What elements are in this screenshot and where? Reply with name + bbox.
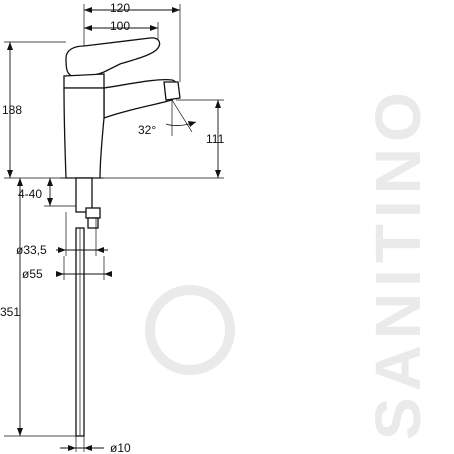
- threaded-shank: [75, 177, 93, 213]
- dim-width-overall: 120: [83, 1, 181, 82]
- svg-text:SANITINO: SANITINO: [362, 86, 434, 440]
- watermark: SANITINO: [145, 86, 434, 440]
- dim-height-total: 188: [2, 41, 66, 179]
- dim-label-120: 120: [110, 1, 130, 15]
- dim-width-lever: 100: [84, 19, 159, 40]
- dim-hose-diameter: ø10: [60, 436, 131, 454]
- dim-label-angle: 32°: [138, 123, 156, 137]
- nut-lower: [87, 217, 99, 229]
- lever-handle: [65, 37, 161, 78]
- fixing-nut: [85, 207, 101, 219]
- aerator: [163, 81, 181, 101]
- cartridge-cap: [63, 73, 105, 89]
- dim-hose-length: 351: [0, 178, 76, 437]
- connections: [75, 177, 101, 437]
- faucet-body: [60, 37, 181, 179]
- dim-label-4-40: 4-40: [18, 187, 42, 201]
- main-body: [63, 87, 105, 179]
- dim-hole-diameter: ø33,5: [16, 212, 108, 257]
- dim-mounting-thickness: 4-40: [18, 178, 76, 207]
- dim-label-351: 351: [0, 305, 20, 319]
- dim-label-10: ø10: [110, 441, 131, 454]
- dim-base-diameter: ø55: [22, 256, 112, 281]
- dim-label-188: 188: [2, 103, 22, 117]
- dim-label-55: ø55: [22, 267, 43, 281]
- dim-spout-height: 111: [104, 99, 225, 179]
- dim-label-100: 100: [110, 19, 130, 33]
- dim-label-111: 111: [206, 132, 225, 146]
- dim-spout-angle: 32°: [138, 99, 197, 137]
- dim-label-33-5: ø33,5: [16, 243, 47, 257]
